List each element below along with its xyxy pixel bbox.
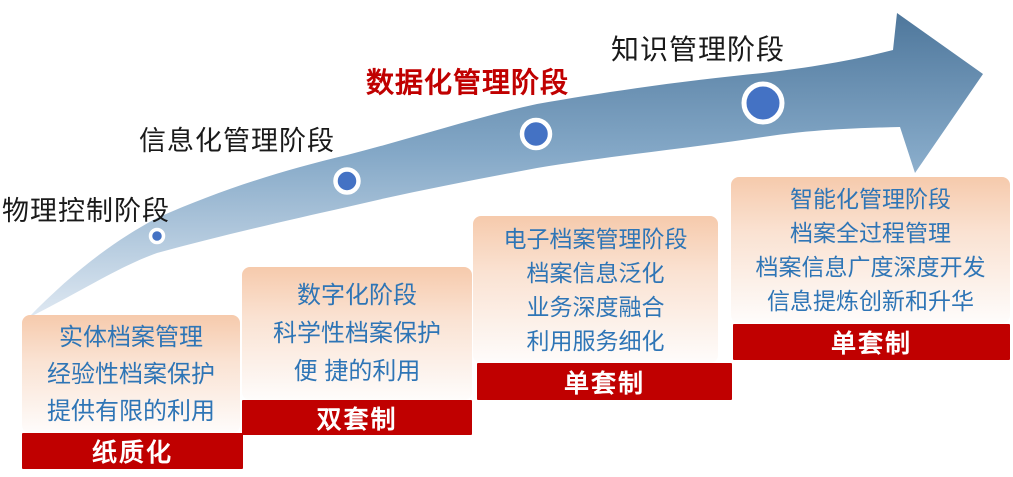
phase-feature: 科学性档案保护 [273,319,441,347]
phase-card-body: 实体档案管理 经验性档案保护 提供有限的利用 [22,315,240,433]
stage-label-informatization: 信息化管理阶段 [139,126,335,156]
phase-card-body: 智能化管理阶段 档案全过程管理 档案信息广度深度开发 信息提炼创新和升华 [731,177,1010,323]
phase-feature: 经验性档案保护 [47,360,215,388]
stage-label-physical-control: 物理控制阶段 [2,196,170,226]
era-banner-single-set-2: 单套制 [733,324,1010,360]
phase-feature: 信息提炼创新和升华 [767,288,974,314]
phase-feature: 数字化阶段 [297,281,417,309]
phase-feature: 智能化管理阶段 [790,186,951,212]
milestone-dot-3 [519,117,553,151]
milestone-dot-2 [333,167,361,195]
stage-label-datafication: 数据化管理阶段 [366,67,570,98]
milestone-dot-1 [148,227,166,245]
growth-arrow-shape [28,13,983,318]
phase-feature: 业务深度融合 [526,293,665,320]
phase-feature: 利用服务细化 [526,327,665,354]
phase-card-digitization: 数字化阶段 科学性档案保护 便 捷的利用 双套制 [242,267,472,435]
era-banner-dual-set: 双套制 [242,400,472,435]
phase-card-body: 数字化阶段 科学性档案保护 便 捷的利用 [242,267,472,400]
stage-label-knowledge: 知识管理阶段 [611,34,786,65]
milestone-dot-4 [741,81,785,125]
phase-feature: 提供有限的利用 [47,397,215,425]
phase-card-intelligent: 智能化管理阶段 档案全过程管理 档案信息广度深度开发 信息提炼创新和升华 单套制 [731,177,1010,361]
era-banner-single-set-1: 单套制 [477,363,732,400]
phase-feature: 档案信息泛化 [526,259,665,286]
phase-feature: 实体档案管理 [59,323,203,351]
phase-card-paper-era: 实体档案管理 经验性档案保护 提供有限的利用 纸质化 [22,315,243,469]
phase-feature: 便 捷的利用 [293,357,421,385]
phase-feature: 电子档案管理阶段 [503,225,688,252]
phase-card-body: 电子档案管理阶段 档案信息泛化 业务深度融合 利用服务细化 [473,216,718,363]
phase-card-electronic-records: 电子档案管理阶段 档案信息泛化 业务深度融合 利用服务细化 单套制 [473,216,732,400]
phase-feature: 档案信息广度深度开发 [755,254,986,280]
era-banner-paper: 纸质化 [22,433,243,469]
phase-feature: 档案全过程管理 [790,220,951,246]
